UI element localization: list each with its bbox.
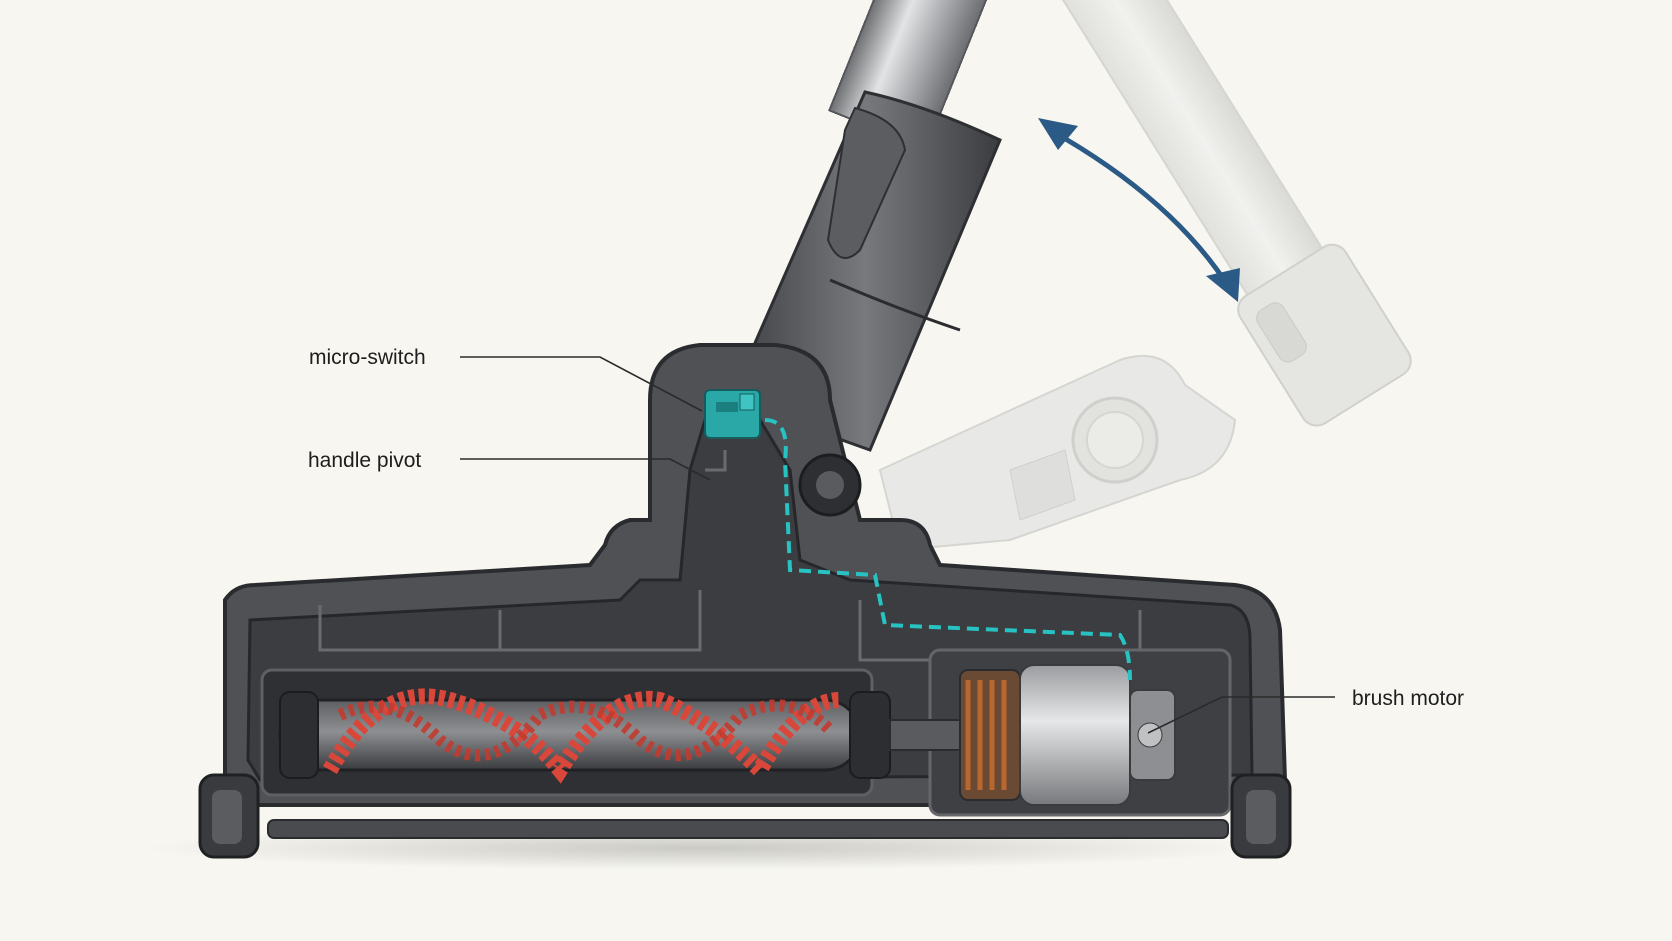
brush-roller — [278, 688, 891, 784]
label-brush-motor: brush motor — [1352, 687, 1464, 710]
rear-wheel — [1230, 773, 1292, 859]
leader-brush-motor — [1147, 696, 1335, 734]
handle-pivot-joint — [798, 453, 862, 517]
micro-switch-component — [704, 389, 761, 472]
label-handle-pivot: handle pivot — [308, 449, 421, 472]
front-wheel — [198, 773, 260, 859]
base-plate — [267, 819, 1229, 839]
signal-wire — [764, 418, 1132, 681]
leader-micro-switch — [460, 356, 703, 412]
rotation-arrow-icon — [1038, 118, 1240, 302]
leader-handle-pivot — [460, 458, 711, 481]
brush-motor — [889, 664, 1176, 806]
label-micro-switch: micro-switch — [309, 346, 426, 369]
ghost-handle-position — [878, 0, 1412, 552]
callout-leaders — [460, 356, 1335, 734]
